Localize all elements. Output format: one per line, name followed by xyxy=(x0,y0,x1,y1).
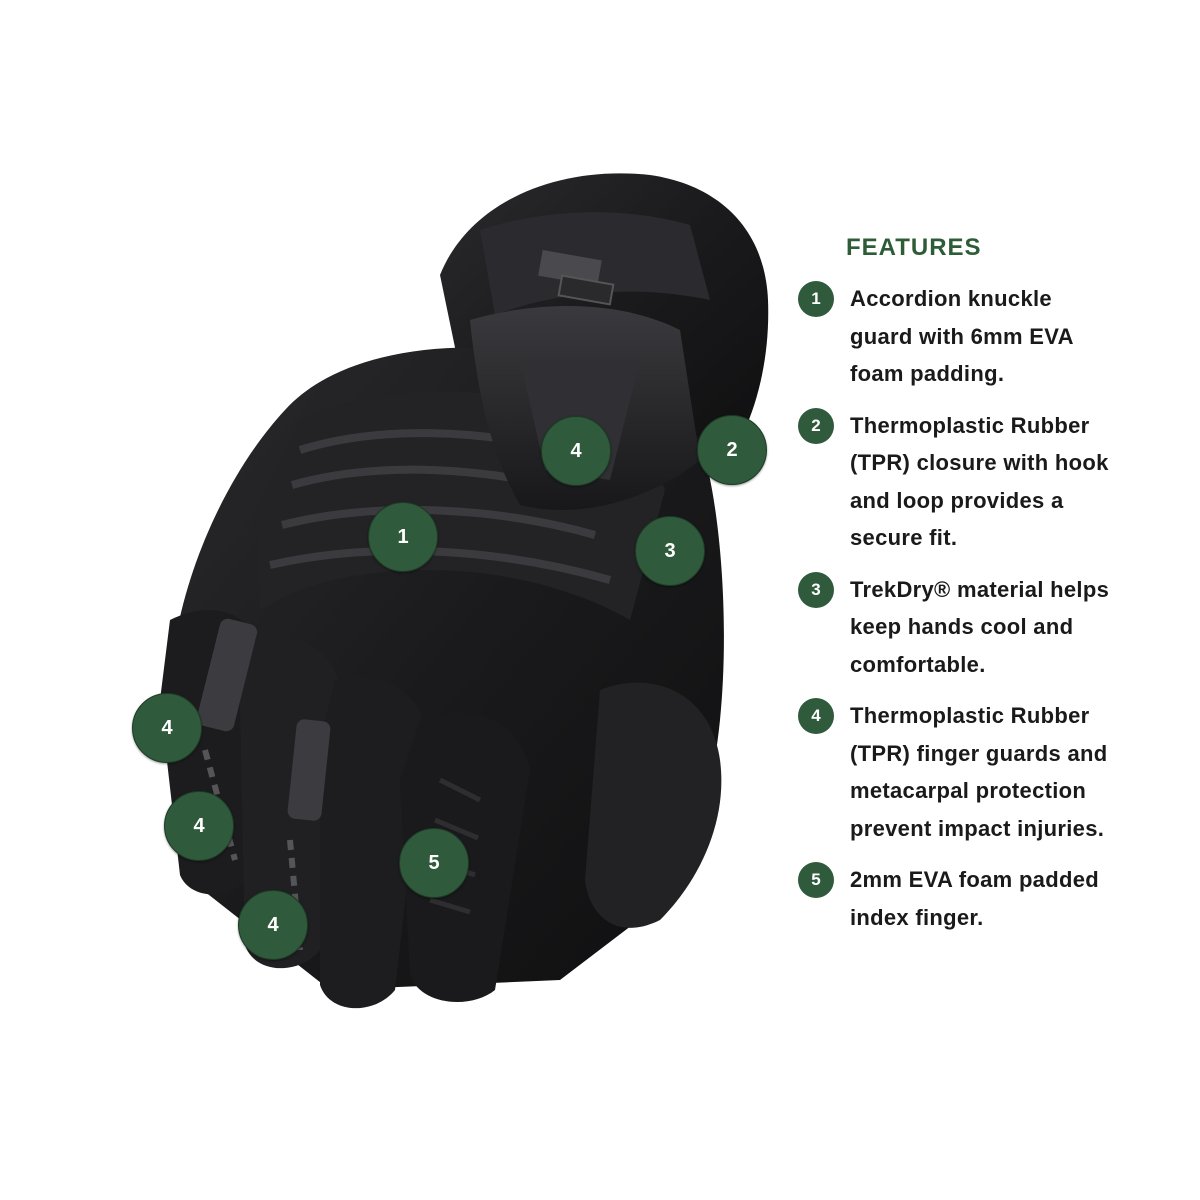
thumb xyxy=(585,682,722,928)
features-title: FEATURES xyxy=(846,234,982,261)
callout-trekdry: 3 xyxy=(635,516,705,586)
callout-finger-guard-middle: 4 xyxy=(238,890,308,960)
finger-middle xyxy=(320,677,425,1009)
callout-metacarpal-guard: 4 xyxy=(541,416,611,486)
feature-item-1: 1 Accordion knuckle guard with 6mm EVA f… xyxy=(798,280,1138,393)
feature-description: Thermoplastic Rubber (TPR) finger guards… xyxy=(850,703,1108,841)
callout-index-padding: 5 xyxy=(399,828,469,898)
callout-knuckle-guard: 1 xyxy=(368,502,438,572)
feature-description: Thermoplastic Rubber (TPR) closure with … xyxy=(850,412,1109,551)
feature-item-4: 4 Thermoplastic Rubber (TPR) finger guar… xyxy=(798,697,1138,847)
feature-number-badge: 2 xyxy=(798,407,834,444)
feature-description: TrekDry® material helps keep hands cool … xyxy=(850,576,1110,677)
features-legend: FEATURES 1 Accordion knuckle guard with … xyxy=(798,228,1138,950)
feature-item-3: 3 TrekDry® material helps keep hands coo… xyxy=(798,571,1138,684)
feature-number-badge: 3 xyxy=(798,571,834,608)
callout-finger-guard-ring: 4 xyxy=(164,791,234,861)
feature-item-2: 2 Thermoplastic Rubber (TPR) closure wit… xyxy=(798,407,1138,557)
feature-item-5: 5 2mm EVA foam padded index finger. xyxy=(798,861,1138,936)
feature-number-badge: 4 xyxy=(798,698,834,734)
feature-number-badge: 1 xyxy=(798,281,834,317)
feature-description: Accordion knuckle guard with 6mm EVA foa… xyxy=(850,286,1073,386)
callout-closure: 2 xyxy=(697,415,767,485)
feature-number-badge: 5 xyxy=(798,862,834,898)
callout-finger-guard-pinky: 4 xyxy=(132,693,202,763)
feature-description: 2mm EVA foam padded index finger. xyxy=(850,867,1099,930)
